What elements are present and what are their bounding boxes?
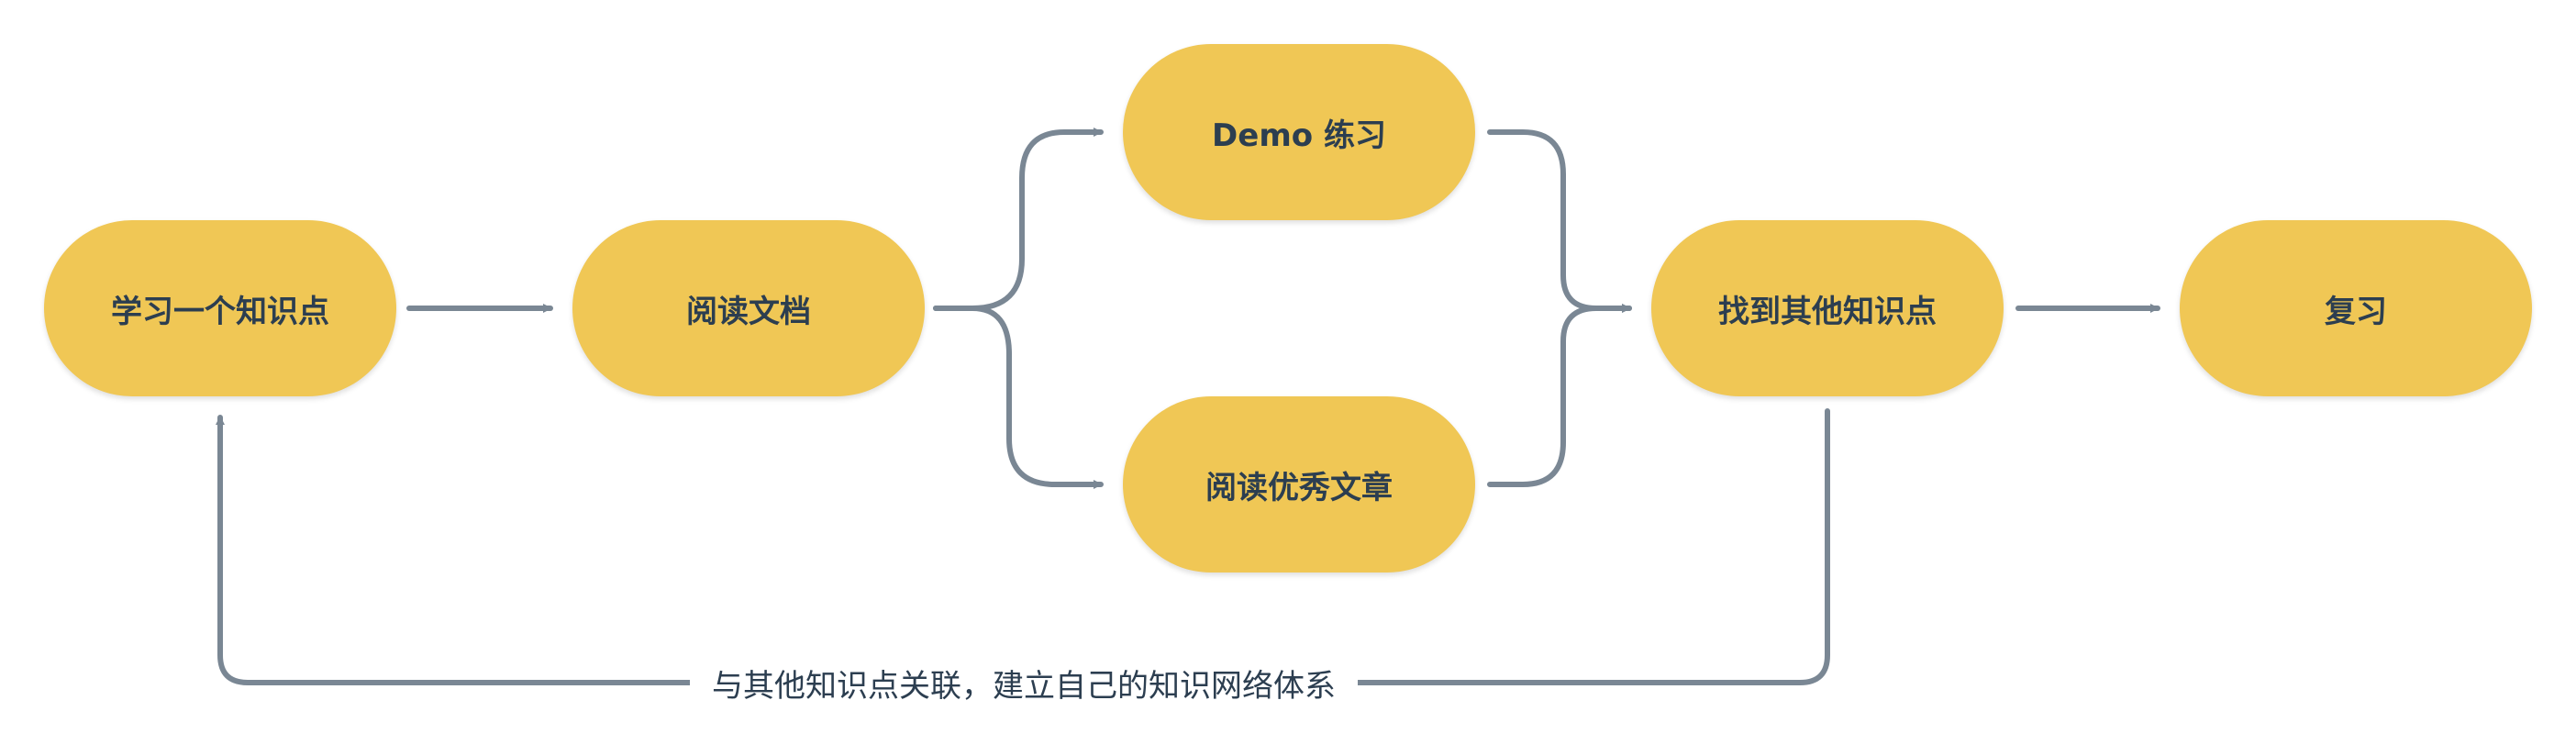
node-find-other-points: 找到其他知识点 xyxy=(1651,220,2004,396)
node-read-docs-label: 阅读文档 xyxy=(686,293,811,330)
node-read-articles-label: 阅读优秀文章 xyxy=(1205,469,1393,506)
feedback-edge-label: 与其他知识点关联，建立自己的知识网络体系 xyxy=(690,661,1358,705)
arrow-read-docs-to-read-articles xyxy=(933,306,1104,489)
node-read-docs: 阅读文档 xyxy=(572,220,925,396)
feedback-edge-label-text: 与其他知识点关联，建立自己的知识网络体系 xyxy=(712,667,1336,705)
arrow-read-docs-to-demo xyxy=(933,128,1104,311)
node-learn-knowledge-point: 学习一个知识点 xyxy=(44,220,396,396)
arrow-read-articles-to-find-other xyxy=(1487,304,1632,487)
node-review-label: 复习 xyxy=(2325,293,2387,330)
node-learn-knowledge-point-label: 学习一个知识点 xyxy=(111,293,329,330)
arrow-feedback-to-learn xyxy=(216,408,1830,685)
node-review: 复习 xyxy=(2180,220,2532,396)
node-demo-practice-label: Demo 练习 xyxy=(1212,117,1386,154)
node-find-other-points-label: 找到其他知识点 xyxy=(1718,293,1937,330)
node-read-articles: 阅读优秀文章 xyxy=(1123,396,1475,573)
arrow-demo-to-find-other xyxy=(1487,129,1632,313)
node-demo-practice: Demo 练习 xyxy=(1123,44,1475,220)
